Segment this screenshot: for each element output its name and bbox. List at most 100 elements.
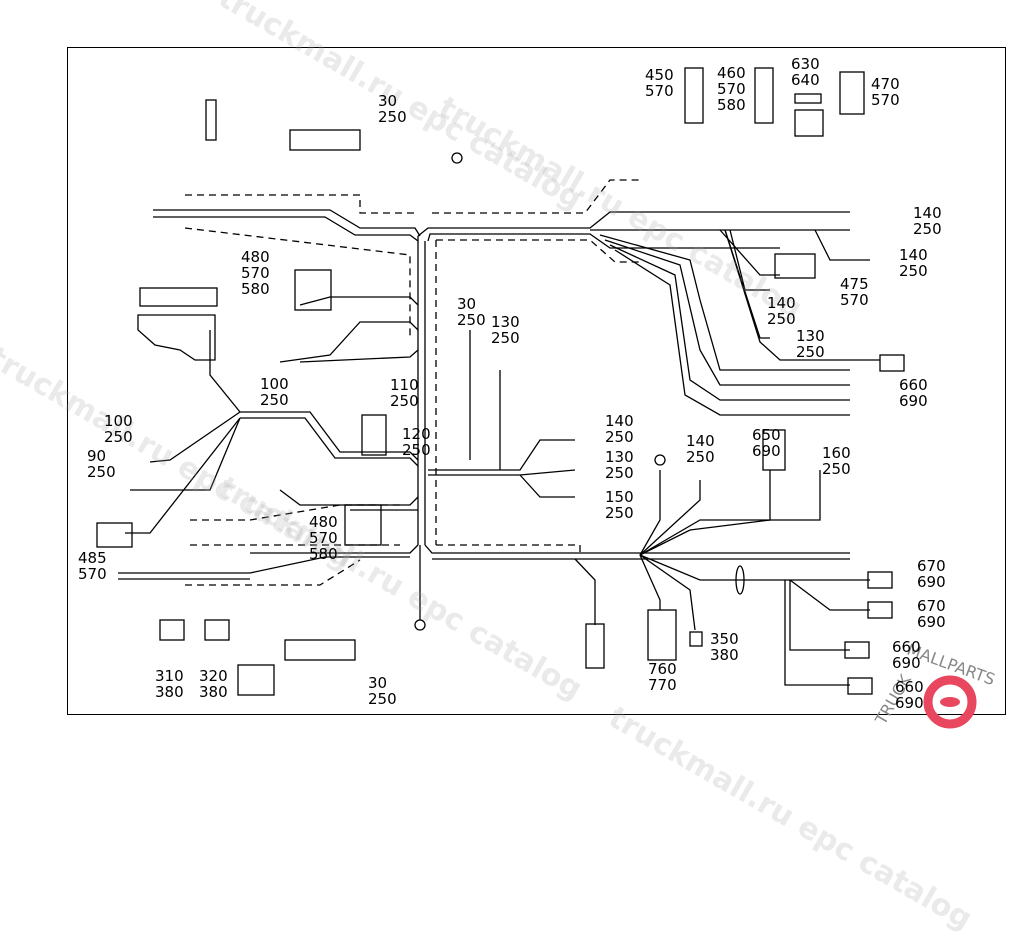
callout-line: 480 (309, 513, 338, 531)
connector-660-b (847, 677, 873, 695)
callout-line: 485 (78, 549, 107, 567)
connector-320 (204, 619, 230, 641)
callout-line: 570 (78, 565, 107, 583)
connector-670-b (867, 601, 893, 619)
connector-660-top (879, 354, 905, 372)
callout-line: 250 (390, 392, 419, 410)
callout-line: 250 (899, 262, 928, 280)
connector-630 (794, 93, 822, 104)
callout-line: 760 (648, 660, 677, 678)
callout-line: 580 (241, 280, 270, 298)
main-harness-trunk (118, 209, 880, 686)
callout-line: 140 (767, 294, 796, 312)
callout-line: 140 (899, 246, 928, 264)
callout-line: 150 (605, 488, 634, 506)
callout-line: 250 (605, 504, 634, 522)
connector-480-top (294, 269, 332, 311)
ring-terminal-bottom (414, 619, 426, 631)
logo-gear-icon (923, 675, 977, 729)
callout-line: 100 (104, 412, 133, 430)
callout-line: 670 (917, 597, 946, 615)
callout-line: 110 (390, 376, 419, 394)
callout-line: 250 (605, 428, 634, 446)
diagram-frame (67, 47, 1006, 715)
callout-line: 570 (241, 264, 270, 282)
connector-630-housing (794, 109, 824, 137)
callout-line: 250 (457, 311, 486, 329)
callout-line: 130 (605, 448, 634, 466)
connector-485 (96, 522, 133, 548)
callout-line: 570 (309, 529, 338, 547)
ring-terminal-top (451, 152, 463, 164)
ring-terminal-mid (654, 454, 666, 466)
bracket-plate (585, 623, 605, 669)
harness-drawing (96, 67, 905, 696)
callout-line: 460 (717, 64, 746, 82)
callout-line: 690 (917, 613, 946, 631)
callout-line: 690 (892, 654, 921, 672)
callout-line: 250 (260, 391, 289, 409)
callout-line: 140 (913, 204, 942, 222)
callout-line: 450 (645, 66, 674, 84)
callout-line: 310 (155, 667, 184, 685)
callout-line: 160 (822, 444, 851, 462)
connector-block-bottom (237, 664, 275, 696)
callout-line: 250 (913, 220, 942, 238)
callout-line: 630 (791, 55, 820, 73)
callout-line: 770 (648, 676, 677, 694)
callout-line: 100 (260, 375, 289, 393)
callout-line: 30 (378, 92, 398, 110)
callout-line: 570 (840, 291, 869, 309)
bullet-connectors-top (289, 129, 361, 151)
callout-line: 670 (917, 557, 946, 575)
callout-line: 250 (796, 343, 825, 361)
callout-line: 380 (710, 646, 739, 664)
callout-line: 130 (491, 313, 520, 331)
callout-line: 580 (717, 96, 746, 114)
connector-470 (839, 71, 865, 115)
callout-line: 380 (155, 683, 184, 701)
callout-line: 470 (871, 75, 900, 93)
connector-310 (159, 619, 185, 641)
callout-line: 570 (645, 82, 674, 100)
callout-line: 140 (686, 432, 715, 450)
callout-line: 480 (241, 248, 270, 266)
bullet-connectors-bottom (284, 639, 356, 661)
callout-line: 320 (199, 667, 228, 685)
callout-line: 650 (752, 426, 781, 444)
connector-660-a (844, 641, 870, 659)
logo-gear-hub (940, 697, 960, 707)
callout-line: 250 (104, 428, 133, 446)
callout-line: 130 (796, 327, 825, 345)
callout-line: 570 (717, 80, 746, 98)
connector-670-a (867, 571, 893, 589)
callout-line: 570 (871, 91, 900, 109)
callout-line: 690 (899, 392, 928, 410)
